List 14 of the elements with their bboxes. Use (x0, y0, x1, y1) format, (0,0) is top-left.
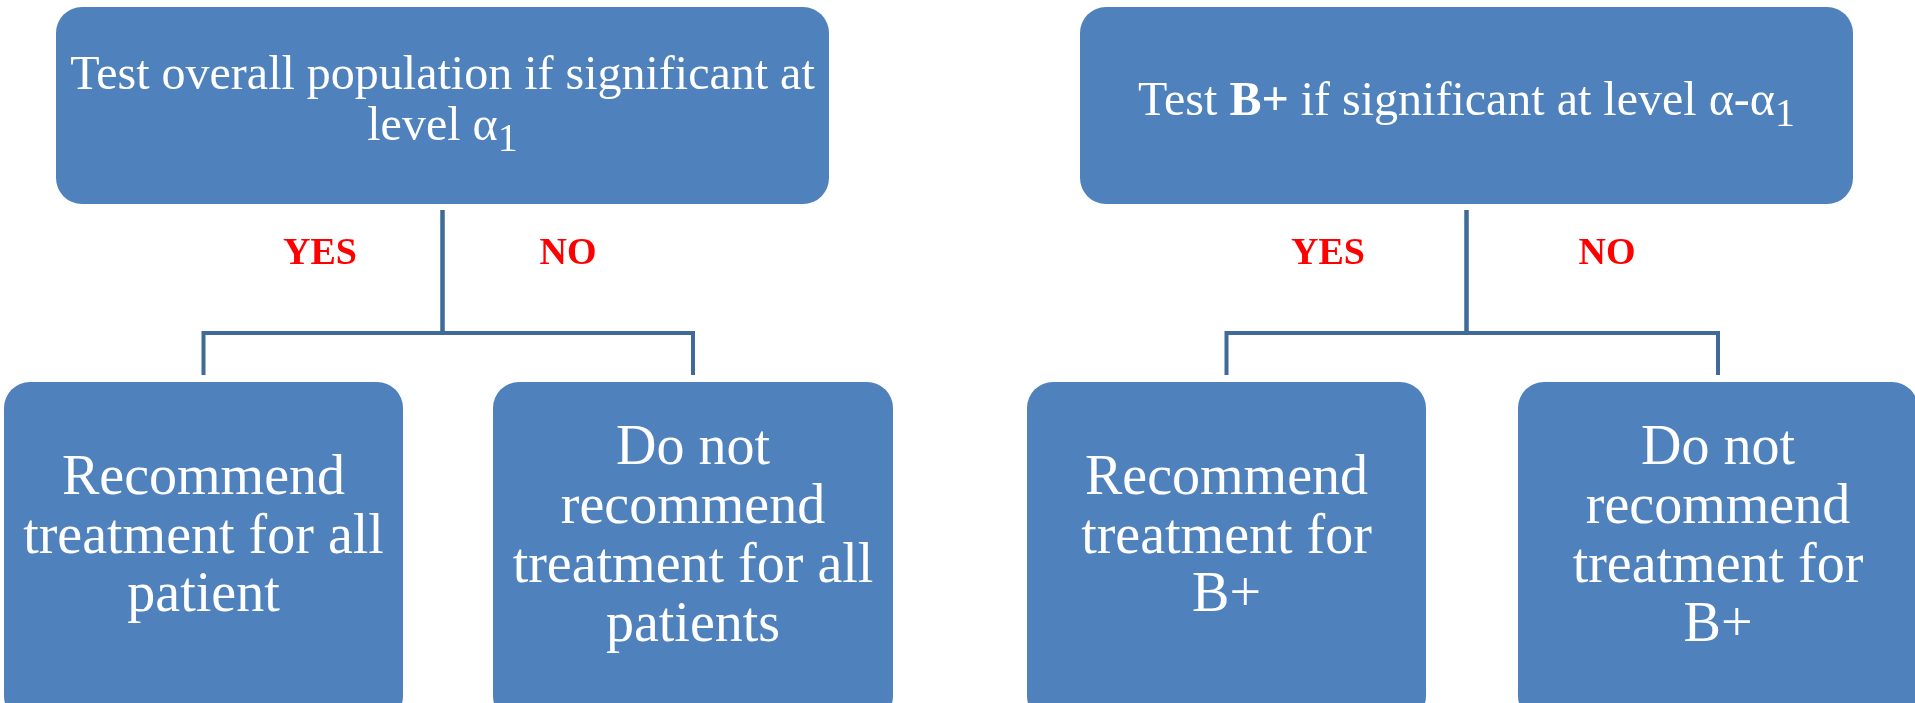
connector-line (440, 210, 695, 375)
box-text: Test overall population if significant at level α$_{1}$ (70, 48, 815, 162)
box-text: Test B+ if significant at level α-α$_{1}$ (1138, 73, 1795, 137)
process-box (1080, 7, 1853, 204)
box-text: Recommend treatment for all patient (22, 445, 385, 623)
box-text: Do not recommend treatment for B+ (1571, 416, 1865, 652)
box-text: Do not recommend treatment for all patients (511, 416, 875, 652)
process-box (493, 382, 893, 703)
process-box (4, 382, 403, 703)
box-text: Recommend treatment for B+ (1080, 445, 1373, 623)
process-box (1027, 382, 1426, 703)
process-box (1518, 382, 1915, 703)
process-box (56, 7, 829, 204)
connector-line (1464, 210, 1720, 375)
